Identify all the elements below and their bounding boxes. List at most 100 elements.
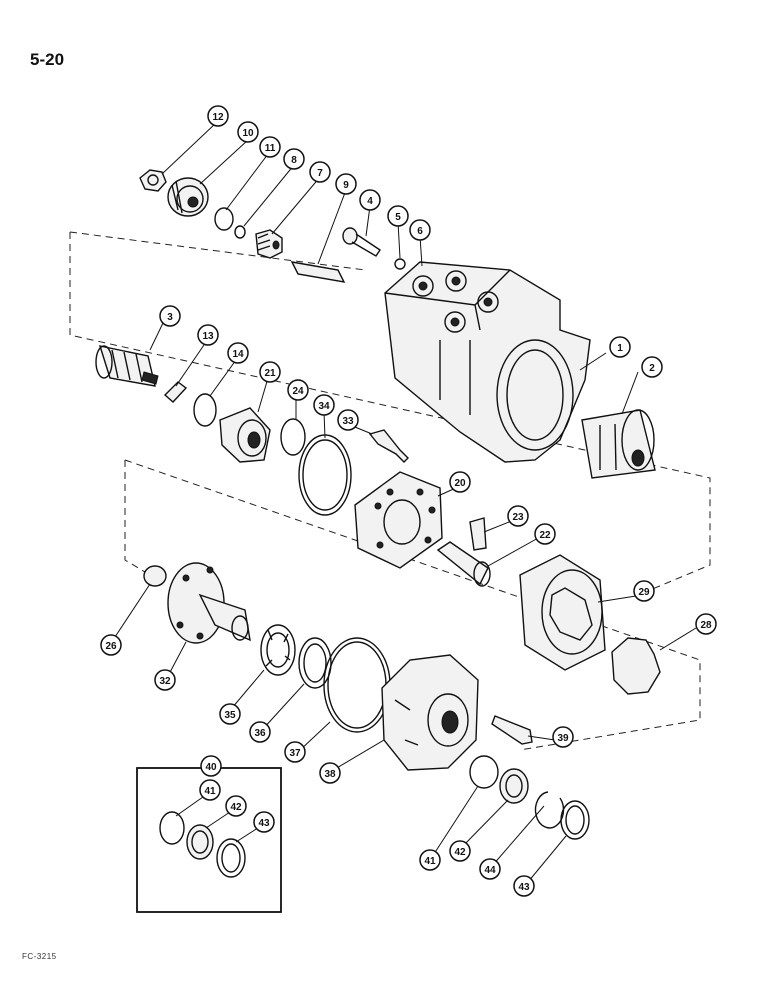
- svg-text:3: 3: [167, 312, 173, 323]
- svg-text:6: 6: [417, 226, 423, 237]
- svg-text:36: 36: [254, 728, 266, 739]
- page-number: 5-20: [30, 50, 65, 69]
- callout-34: 34: [313, 394, 335, 416]
- callout-32: 32: [154, 669, 176, 691]
- svg-text:34: 34: [318, 401, 330, 412]
- part-9-plate: [290, 261, 346, 283]
- callout-12: 12: [207, 105, 229, 127]
- callout-21: 21: [259, 361, 281, 383]
- figure-code: FC-3215: [22, 952, 57, 961]
- callout-3: 3: [159, 305, 181, 327]
- callout-26: 26: [100, 634, 122, 656]
- part-22-shaft: [436, 541, 491, 587]
- callout-6: 6: [409, 219, 431, 241]
- callout-14: 14: [227, 342, 249, 364]
- part-41-seal: [469, 755, 499, 789]
- part-1-housing: [384, 261, 591, 463]
- svg-text:13: 13: [202, 331, 214, 342]
- part-39-bolt: [491, 715, 533, 745]
- svg-text:11: 11: [265, 143, 276, 154]
- callout-20: 20: [449, 471, 471, 493]
- callout-41: 41: [419, 849, 441, 871]
- part-34-seal-ring-inner: [302, 439, 348, 511]
- callout-39: 39: [552, 726, 574, 748]
- callout-42-kit: 42: [225, 795, 247, 817]
- kit-part-42-inner: [191, 830, 209, 854]
- part-37-seal-inner: [327, 641, 387, 729]
- svg-text:14: 14: [232, 349, 244, 360]
- svg-text:24: 24: [292, 386, 304, 397]
- callout-43-kit: 43: [253, 811, 275, 833]
- assembly-guide-lower: [124, 459, 701, 751]
- part-33-bolt: [368, 429, 409, 463]
- part-36-washer: [298, 637, 332, 689]
- part-37-seal: [323, 637, 391, 733]
- svg-text:10: 10: [242, 128, 254, 139]
- svg-text:43: 43: [258, 818, 270, 829]
- svg-text:21: 21: [264, 368, 276, 379]
- part-42-seal: [499, 768, 529, 804]
- callout-35: 35: [219, 703, 241, 725]
- part-14-ring: [193, 393, 217, 427]
- svg-text:29: 29: [638, 587, 650, 598]
- part-20-plate: [354, 471, 443, 569]
- callout-11: 11: [259, 136, 281, 158]
- svg-text:1: 1: [617, 343, 623, 354]
- callout-37: 37: [284, 741, 306, 763]
- kit-part-43-inner: [221, 843, 241, 873]
- kit-part-41: [159, 811, 185, 845]
- svg-text:23: 23: [512, 512, 524, 523]
- svg-text:4: 4: [367, 196, 373, 207]
- part-26-plug: [143, 565, 167, 587]
- part-23-pin: [469, 517, 487, 551]
- callout-13: 13: [197, 324, 219, 346]
- svg-text:42: 42: [230, 802, 242, 813]
- part-34-seal-ring: [298, 434, 352, 516]
- callout-1: 1: [609, 336, 631, 358]
- part-43-washer: [560, 800, 590, 840]
- svg-text:37: 37: [289, 748, 301, 759]
- svg-text:43: 43: [518, 882, 530, 893]
- part-21-drive: [219, 407, 271, 463]
- svg-text:7: 7: [317, 168, 323, 179]
- callout-2: 2: [641, 356, 663, 378]
- part-8-o-ring: [234, 225, 246, 239]
- svg-text:20: 20: [454, 478, 466, 489]
- callout-22: 22: [534, 523, 556, 545]
- part-12-nut: [139, 169, 167, 192]
- svg-text:32: 32: [159, 676, 171, 687]
- callout-40: 40: [200, 755, 222, 777]
- svg-text:26: 26: [105, 641, 117, 652]
- part-11-o-ring: [214, 207, 234, 231]
- callout-42: 42: [449, 840, 471, 862]
- part-42-seal-inner: [505, 774, 523, 798]
- callout-10: 10: [237, 121, 259, 143]
- callout-44: 44: [479, 858, 501, 880]
- kit-part-43: [216, 838, 246, 878]
- svg-text:33: 33: [342, 416, 354, 427]
- svg-text:8: 8: [291, 155, 297, 166]
- part-7-valve: [255, 229, 283, 259]
- callout-23: 23: [507, 505, 529, 527]
- part-4-stem: [342, 227, 381, 257]
- svg-text:22: 22: [539, 530, 551, 541]
- part-29-rotor-ring: [519, 554, 606, 671]
- callout-5: 5: [387, 205, 409, 227]
- part-2-spool: [581, 409, 656, 479]
- callout-7: 7: [309, 161, 331, 183]
- svg-text:2: 2: [649, 363, 655, 374]
- svg-text:28: 28: [700, 620, 712, 631]
- callout-28: 28: [695, 613, 717, 635]
- part-24-ring: [280, 418, 306, 456]
- svg-text:9: 9: [343, 180, 349, 191]
- part-10-cap: [167, 177, 209, 217]
- callout-9: 9: [335, 173, 357, 195]
- svg-text:44: 44: [484, 865, 496, 876]
- callout-38: 38: [319, 762, 341, 784]
- svg-text:5: 5: [395, 212, 401, 223]
- assembly-guide-upper: [69, 231, 711, 591]
- part-38-end-housing: [381, 654, 479, 771]
- part-13-pin: [163, 381, 188, 403]
